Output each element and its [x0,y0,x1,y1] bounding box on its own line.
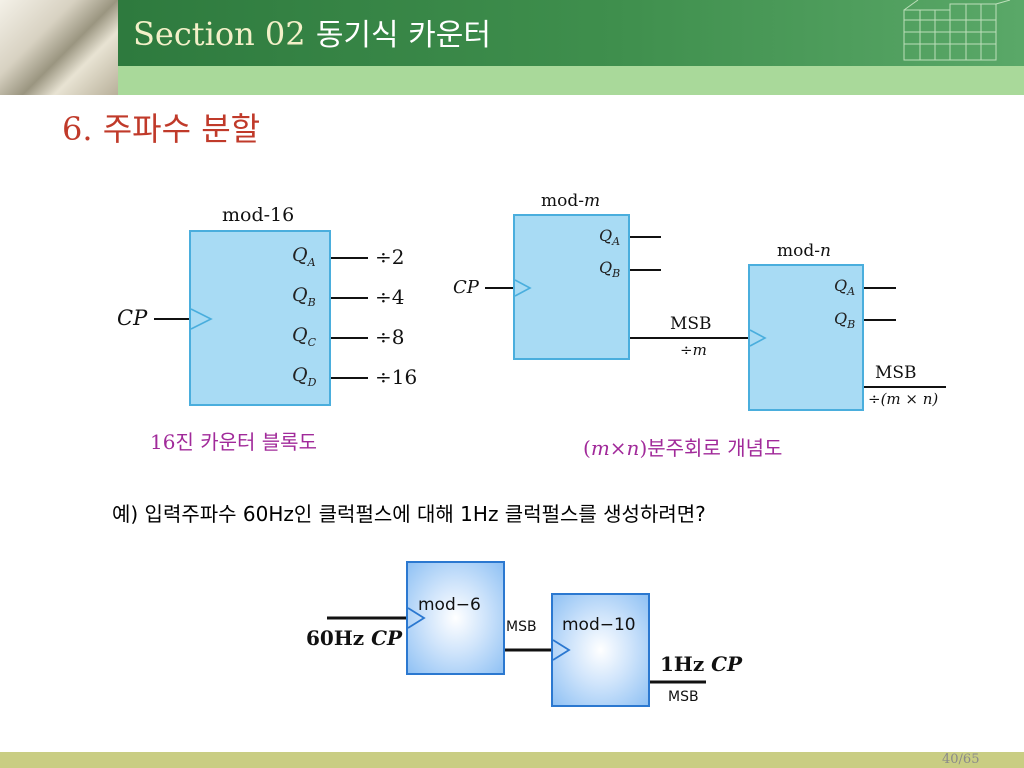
header-building-graphic [903,0,1011,61]
mod16-clock-triangle [190,308,213,330]
mod16-divide-8: ÷8 [375,325,405,349]
mod-m-msb-divide: ÷m [680,341,707,359]
input-clock-label: 60Hz CP [306,626,403,650]
mod-m-pin-qa: QA [599,226,621,249]
mod6-clock-triangle [407,607,426,629]
mod-n-block-label: mod-n [777,241,831,261]
mod-n-pin-qa: QA [834,276,856,299]
mod16-divide-2: ÷2 [375,245,405,269]
mod10-block-label: mod−10 [562,615,636,635]
mod16-clock-label: CP [117,306,148,330]
header-title: Section 02 동기식 카운터 [133,12,491,56]
mod-m-msb-label: MSB [670,314,712,334]
mxn-caption: (m×n)분주회로 개념도 [583,436,783,460]
section-title: 동기식 카운터 [315,18,491,53]
mod-n-msb-divide: ÷(m × n) [868,390,939,408]
mod-n-block [748,264,864,411]
slide-subtitle: 6. 주파수 분할 [62,110,261,148]
mod-m-pin-qb: QB [599,258,621,281]
mod16-pin-qb: QB [292,284,316,309]
mod10-clock-triangle [552,639,571,661]
mod-n-msb-label: MSB [875,363,917,383]
output-clock-label: 1Hz CP [660,652,743,676]
mod16-caption: 16진 카운터 블록도 [150,430,317,454]
mod-m-block [513,214,630,360]
example-question: 예) 입력주파수 60Hz인 클럭펄스에 대해 1Hz 클럭펄스를 생성하려면? [112,502,706,526]
mod-m-clock-triangle [514,279,532,297]
header-strip [118,66,1024,95]
mod10-msb-label: MSB [668,689,699,705]
mod16-pin-qa: QA [292,244,316,269]
mod16-pin-qd: QD [292,364,317,389]
footer-bar [0,752,1024,768]
mod-m-clock-label: CP [453,277,479,298]
mod16-pin-qc: QC [292,324,316,349]
header-photo [0,0,118,95]
mod6-msb-label: MSB [506,619,537,635]
mod6-block-label: mod−6 [418,595,481,615]
mod16-block-label: mod-16 [222,204,295,226]
page-number: 40/65 [942,752,980,767]
mod-m-block-label: mod-m [541,191,601,211]
mod16-block [189,230,331,406]
mod16-divide-4: ÷4 [375,285,405,309]
mod-n-pin-qb: QB [834,309,856,332]
mod-n-clock-triangle [749,329,767,347]
mod16-divide-16: ÷16 [375,365,418,389]
section-label: Section 02 [133,15,306,53]
header-band [118,0,1024,66]
